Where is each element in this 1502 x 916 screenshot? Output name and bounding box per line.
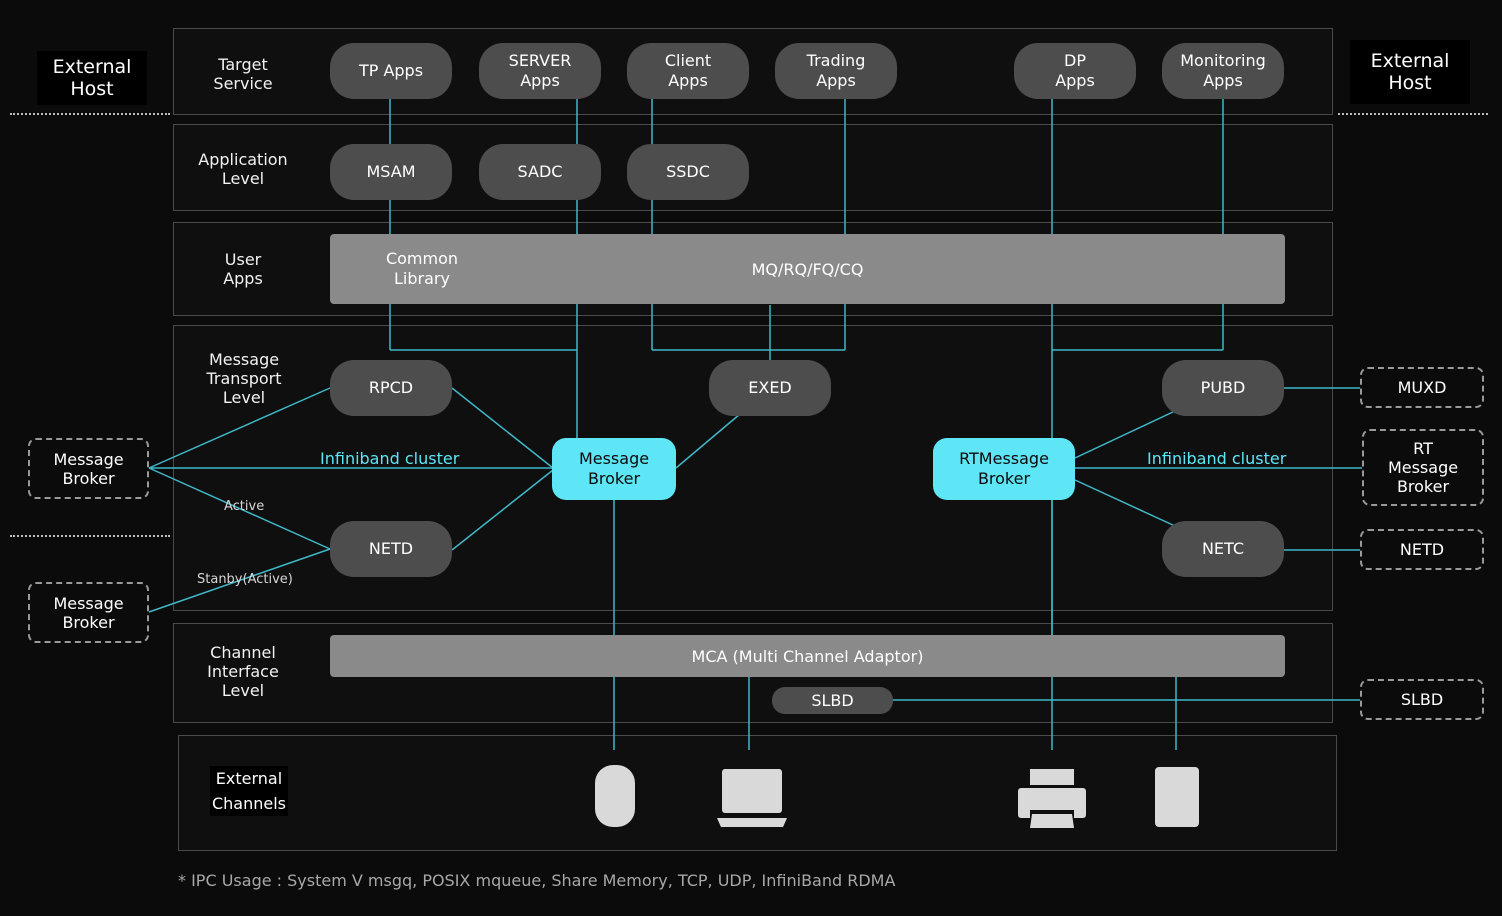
msam-node: MSAM <box>330 144 452 200</box>
separator-left-mid <box>10 535 170 537</box>
mca-bar: MCA (Multi Channel Adaptor) <box>330 635 1285 677</box>
netd-node: NETD <box>330 521 452 577</box>
server-apps-node: SERVER Apps <box>479 43 601 99</box>
netd-external: NETD <box>1360 529 1484 570</box>
left-message-broker-top: Message Broker <box>28 438 149 499</box>
rt-message-broker-external: RT Message Broker <box>1362 429 1484 506</box>
common-library-label: Common Library <box>385 249 459 288</box>
separator-left-top <box>10 113 170 115</box>
mouse-icon <box>595 765 635 827</box>
infiniband-cluster-right-label: Infiniband cluster <box>1147 449 1287 468</box>
layer-label-user-apps: User Apps <box>223 250 263 288</box>
message-broker-node: Message Broker <box>552 438 676 500</box>
printer-icon <box>1018 769 1086 828</box>
infiniband-cluster-left-label: Infiniband cluster <box>320 449 460 468</box>
trading-apps-node: Trading Apps <box>775 43 897 99</box>
slbd-external: SLBD <box>1360 679 1484 720</box>
tablet-icon <box>1155 767 1199 827</box>
left-message-broker-bottom: Message Broker <box>28 582 149 643</box>
slbd-node: SLBD <box>772 687 893 714</box>
netc-node: NETC <box>1162 521 1284 577</box>
layer-label-application-level: Application Level <box>198 150 288 188</box>
layer-label-channel-interface: Channel Interface Level <box>207 643 279 700</box>
external-host-left: External Host <box>37 51 147 105</box>
monitoring-apps-node: Monitoring Apps <box>1162 43 1284 99</box>
exed-node: EXED <box>709 360 831 416</box>
rt-message-broker-node: RTMessage Broker <box>933 438 1075 500</box>
ipc-usage-footnote: * IPC Usage : System V msgq, POSIX mqueu… <box>178 871 896 890</box>
standby-label: Stanby(Active) <box>197 572 293 587</box>
layer-label-external-channels: External Channels <box>210 766 288 816</box>
tp-apps-node: TP Apps <box>330 43 452 99</box>
pubd-node: PUBD <box>1162 360 1284 416</box>
external-host-right: External Host <box>1350 40 1470 104</box>
dp-apps-node: DP Apps <box>1014 43 1136 99</box>
rpcd-node: RPCD <box>330 360 452 416</box>
layer-label-target-service: Target Service <box>213 55 273 93</box>
sadc-node: SADC <box>479 144 601 200</box>
client-apps-node: Client Apps <box>627 43 749 99</box>
laptop-icon <box>717 769 787 827</box>
ssdc-node: SSDC <box>627 144 749 200</box>
layer-label-message-transport: Message Transport Level <box>206 350 282 407</box>
separator-right-top <box>1338 113 1488 115</box>
mq-queue-bar: Common Library MQ/RQ/FQ/CQ <box>330 234 1285 304</box>
active-label: Active <box>224 499 265 514</box>
muxd-external: MUXD <box>1360 367 1484 408</box>
queue-types-label: MQ/RQ/FQ/CQ <box>751 259 864 279</box>
